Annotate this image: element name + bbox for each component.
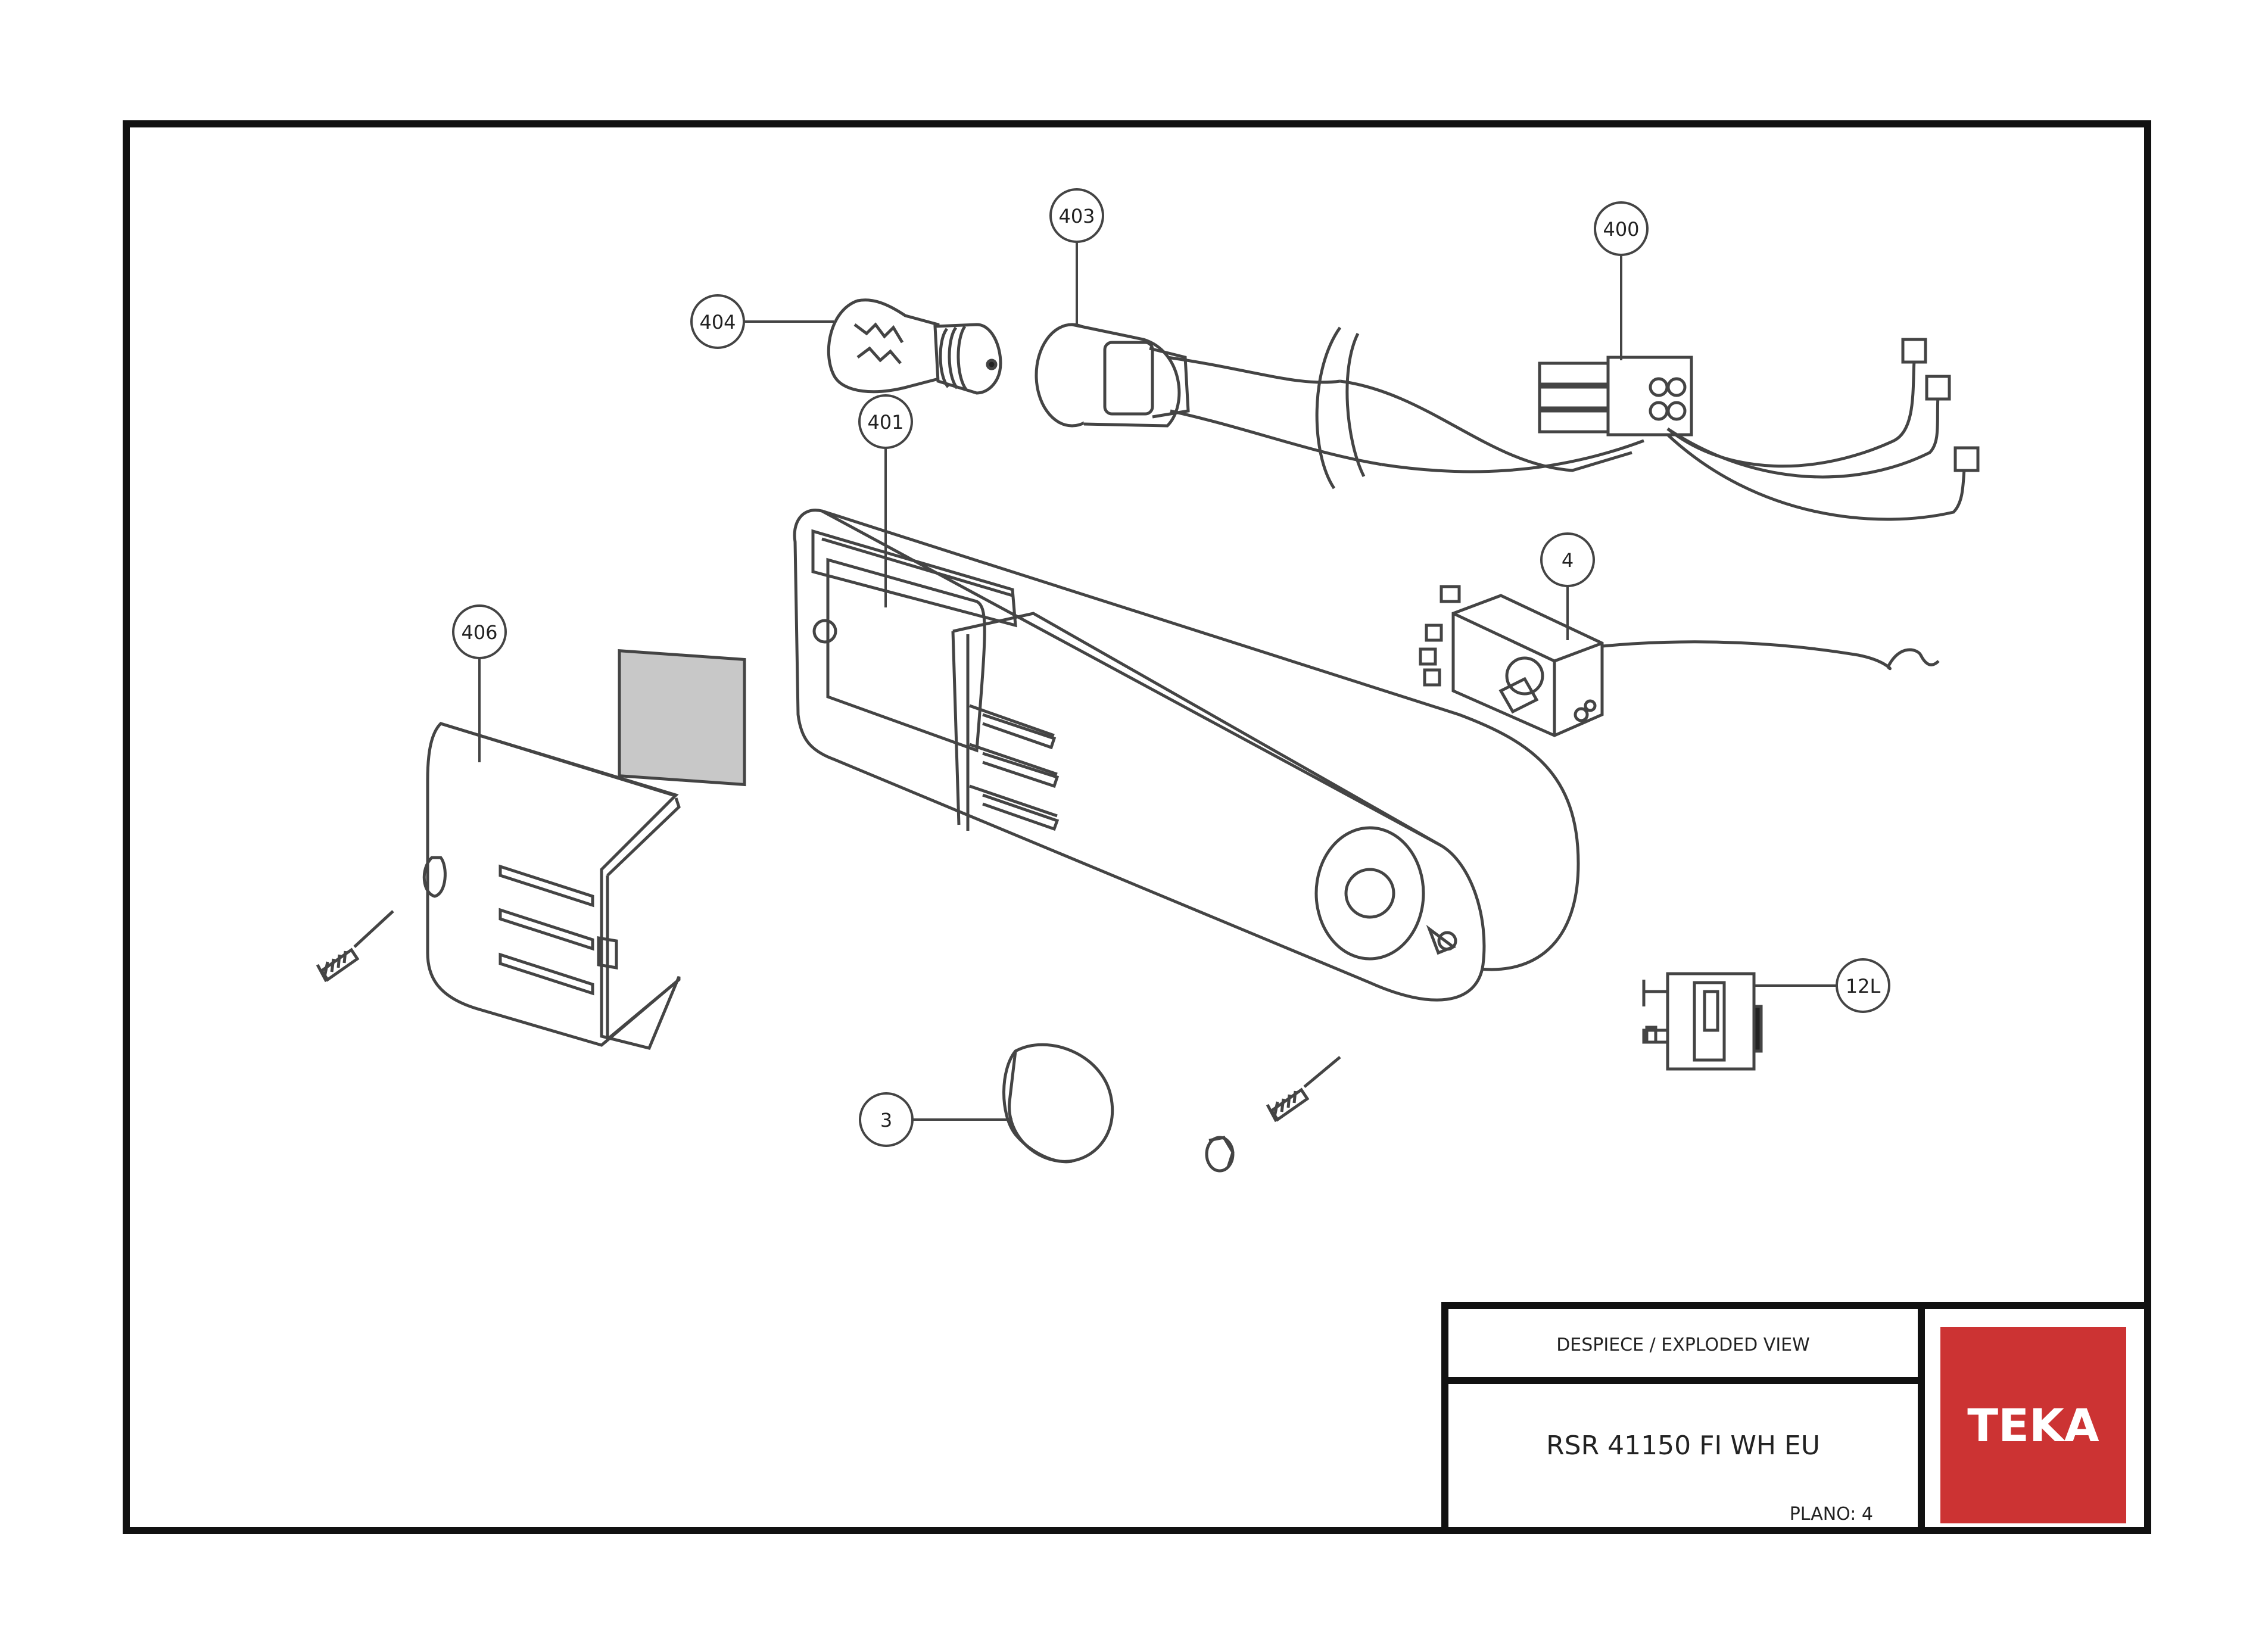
title-block: DESPIECE / EXPLODED VIEW RSR 41150 FI WH… (1441, 1302, 2151, 1534)
callout-404: 404 (690, 294, 745, 349)
callout-12l-label: 12L (1846, 975, 1881, 998)
screw-right (1266, 1056, 1341, 1123)
diffuser-plate (618, 649, 746, 787)
callout-401-label: 401 (867, 411, 903, 434)
sheet-number: PLANO: 4 (1790, 1504, 1873, 1525)
model-number: RSR 41150 FI WH EU (1546, 1430, 1820, 1461)
callout-12l: 12L (1836, 958, 1890, 1013)
part-12l-switch (1642, 972, 1763, 1071)
part-400-wiring-harness (1315, 326, 1980, 521)
part-404-bulb (827, 298, 1002, 395)
screw-left (316, 910, 394, 983)
part-4-thermostat (1419, 585, 1940, 737)
callout-4: 4 (1540, 532, 1595, 587)
callout-3: 3 (859, 1092, 914, 1147)
part-406-light-cover (422, 722, 681, 1050)
callout-406: 406 (452, 604, 507, 659)
callout-401: 401 (858, 394, 913, 449)
callout-400: 400 (1594, 201, 1649, 256)
brand-logo: TEKA (1967, 1399, 2099, 1452)
callout-403-label: 403 (1058, 205, 1095, 227)
part-401-lamp-housing (793, 509, 1580, 1002)
callout-404-label: 404 (699, 311, 736, 333)
brand-logo-box (1940, 1327, 2126, 1523)
callout-3-label: 3 (880, 1109, 892, 1132)
part-3-knob (1002, 1043, 1114, 1164)
drawing-frame (123, 120, 2151, 1534)
callout-406-label: 406 (461, 621, 497, 644)
part-403-lamp-holder (1035, 323, 1382, 466)
view-title: DESPIECE / EXPLODED VIEW (1556, 1335, 1810, 1355)
small-cap (1205, 1136, 1235, 1173)
callout-403: 403 (1049, 188, 1104, 243)
callout-4-label: 4 (1562, 549, 1574, 572)
callout-400-label: 400 (1603, 218, 1639, 241)
